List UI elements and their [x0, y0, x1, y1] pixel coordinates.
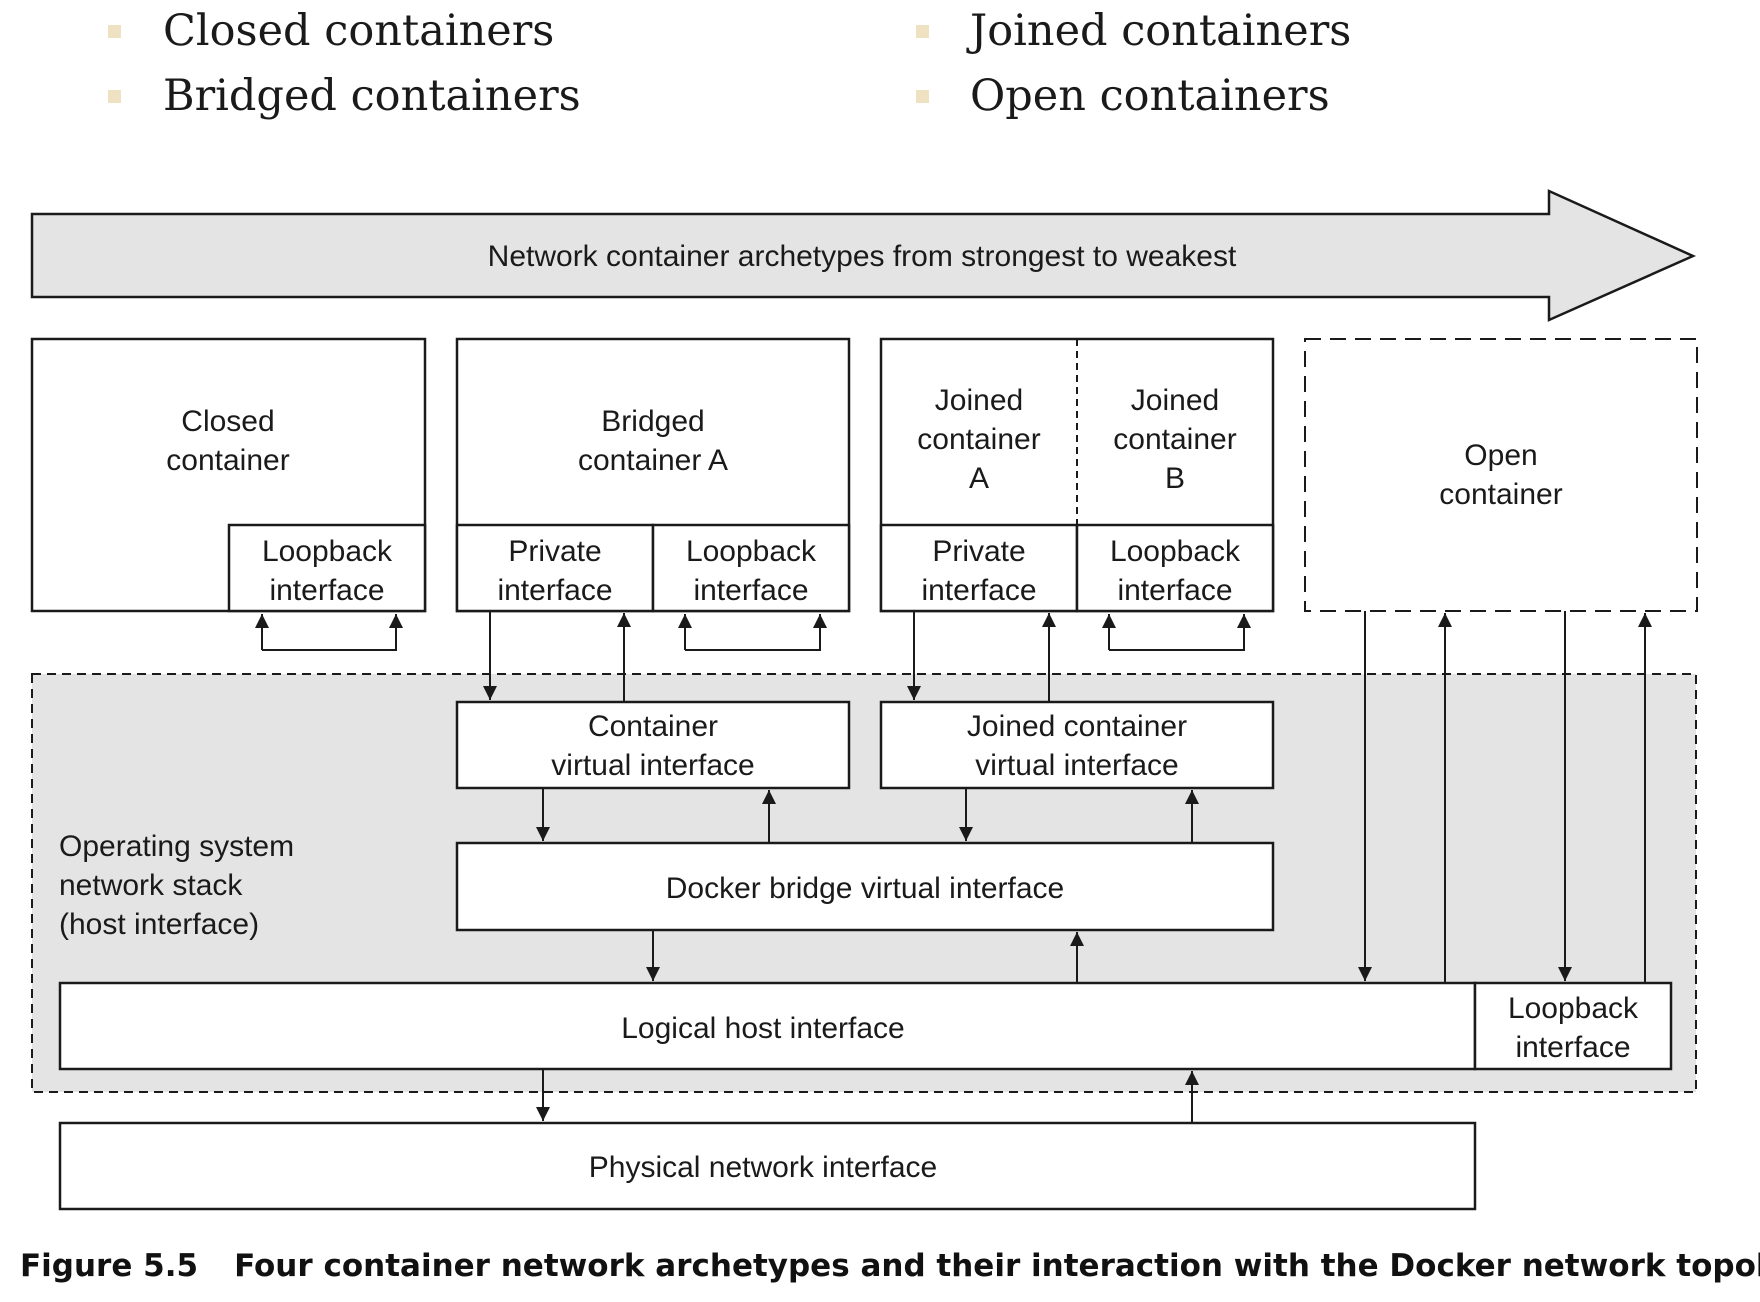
- figure-caption: Figure 5.5 Four container network archety…: [20, 1248, 1760, 1284]
- open-container-label: Open container: [1439, 439, 1562, 511]
- bullet-open-containers: Open containers: [970, 71, 1330, 121]
- bullet-marker: [916, 25, 929, 38]
- bullet-marker: [108, 25, 121, 38]
- physical-network-interface: [58, 1121, 1477, 1211]
- closed-container-label: Closed container: [166, 405, 289, 477]
- text-line: Joined container: [967, 710, 1187, 743]
- text-line: Operating system: [59, 830, 294, 863]
- text-line: Container: [588, 710, 718, 743]
- joined-loopback-interface: [1075, 523, 1275, 613]
- logical-host-label: Logical host interface: [621, 1012, 905, 1045]
- text-line: Open: [1464, 439, 1537, 472]
- host-loopback-label: Loopback interface: [1508, 992, 1639, 1064]
- text-line: container: [166, 444, 289, 477]
- text-line: container: [917, 423, 1040, 456]
- bullet-marker: [916, 90, 929, 103]
- figure-number: Figure 5.5: [20, 1248, 199, 1284]
- figure-caption-text: Four container network archetypes and th…: [234, 1248, 1760, 1284]
- joined-loopback-arrow: [1109, 614, 1251, 651]
- text-line: interface: [1515, 1031, 1630, 1064]
- bridged-private-label: Private interface: [497, 535, 612, 607]
- bridged-private-interface: [455, 523, 655, 613]
- bullet-closed-containers: Closed containers: [163, 6, 555, 56]
- joined-virtual-label: Joined container virtual interface: [967, 710, 1187, 782]
- text-line: Private: [508, 535, 601, 568]
- text-line: Loopback: [1110, 535, 1241, 568]
- text-line: virtual interface: [551, 749, 754, 782]
- closed-loopback-interface: [227, 523, 427, 613]
- text-line: B: [1165, 462, 1185, 495]
- text-line: container A: [578, 444, 728, 477]
- joined-private-label: Private interface: [921, 535, 1036, 607]
- joined-private-interface: [879, 523, 1079, 613]
- text-line: interface: [1117, 574, 1232, 607]
- text-line: Closed: [181, 405, 274, 438]
- text-line: Loopback: [262, 535, 393, 568]
- logical-host-interface: [58, 981, 1477, 1071]
- text-line: interface: [921, 574, 1036, 607]
- text-line: interface: [693, 574, 808, 607]
- text-line: container: [1439, 478, 1562, 511]
- joined-virtual-interface: [879, 700, 1275, 790]
- bullet-joined-containers: Joined containers: [970, 6, 1352, 56]
- text-line: container: [1113, 423, 1236, 456]
- strength-banner-arrow: [30, 189, 1697, 322]
- joined-loopback-label: Loopback interface: [1110, 535, 1241, 607]
- bridged-container-label: Bridged container A: [578, 405, 728, 477]
- container-virtual-interface: [455, 700, 851, 790]
- text-line: (host interface): [59, 908, 259, 941]
- banner-label: Network container archetypes from strong…: [488, 240, 1237, 273]
- text-line: interface: [269, 574, 384, 607]
- host-loopback-interface: [1473, 981, 1673, 1071]
- open-container-box: [1304, 338, 1698, 612]
- bridged-loopback-interface: [651, 523, 851, 613]
- bullet-bridged-containers: Bridged containers: [163, 71, 581, 121]
- text-line: interface: [497, 574, 612, 607]
- docker-bridge-interface: [455, 841, 1275, 932]
- bullet-marker: [108, 90, 121, 103]
- text-line: network stack: [59, 869, 243, 902]
- container-virtual-label: Container virtual interface: [551, 710, 754, 782]
- closed-loopback-label: Loopback interface: [262, 535, 393, 607]
- physical-network-label: Physical network interface: [589, 1151, 938, 1184]
- text-line: Bridged: [601, 405, 704, 438]
- text-line: Loopback: [1508, 992, 1639, 1025]
- bullet-list: Closed containers Bridged containers Joi…: [0, 0, 1760, 140]
- bridged-loopback-label: Loopback interface: [686, 535, 817, 607]
- text-line: Joined: [1131, 384, 1219, 417]
- text-line: virtual interface: [975, 749, 1178, 782]
- os-network-stack-label: Operating system network stack (host inter…: [59, 830, 294, 941]
- closed-loopback-arrow: [262, 614, 403, 651]
- text-line: A: [969, 462, 989, 495]
- bridged-loopback-arrow: [685, 614, 827, 651]
- docker-bridge-label: Docker bridge virtual interface: [666, 872, 1065, 905]
- text-line: Joined: [935, 384, 1023, 417]
- text-line: Loopback: [686, 535, 817, 568]
- text-line: Private: [932, 535, 1025, 568]
